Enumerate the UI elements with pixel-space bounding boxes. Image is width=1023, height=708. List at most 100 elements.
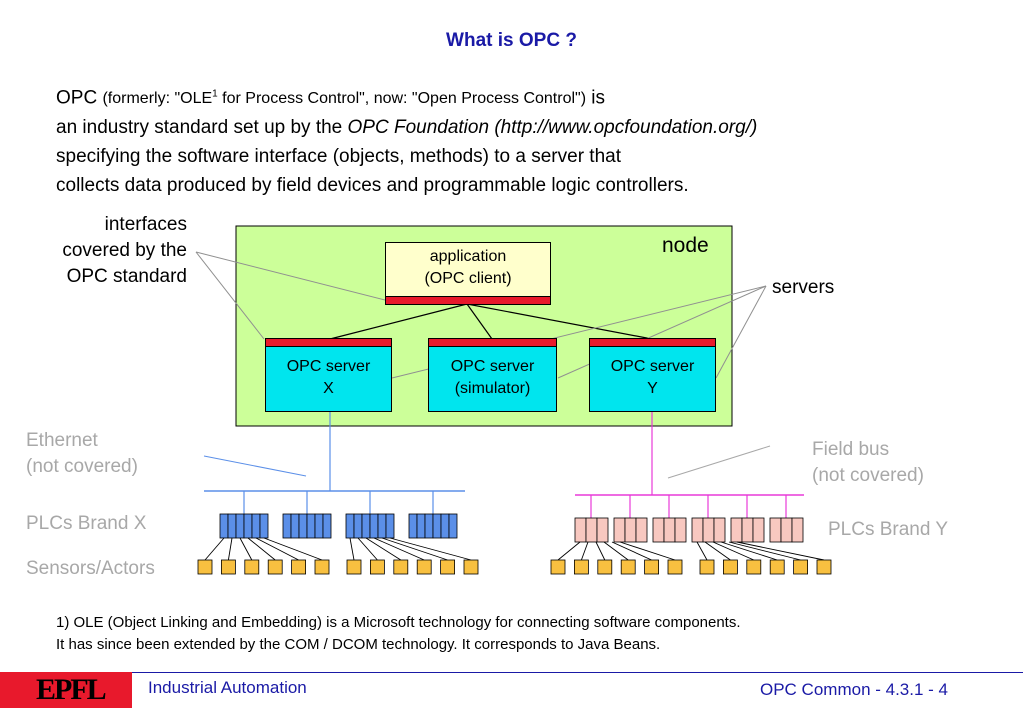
intro-line-4: collects data produced by field devices … — [56, 175, 689, 197]
server-y-line2: Y — [647, 380, 658, 397]
sensor-wire — [728, 541, 801, 561]
server-x-line1: OPC server — [286, 358, 371, 375]
client-to-server-sim-line — [466, 303, 493, 340]
plc-x-module — [377, 513, 387, 539]
formerly-text: (formerly: "OLE — [102, 90, 213, 108]
sensor-wire — [580, 541, 589, 561]
sensor-actor-block — [244, 559, 260, 575]
plc-x-module — [416, 513, 426, 539]
sensor-actor-block — [440, 559, 456, 575]
sensor-wire — [619, 541, 676, 561]
ethernet-label-line-1: Ethernet — [26, 430, 98, 451]
plc-y-module — [780, 517, 793, 543]
servers-callout-line-3 — [715, 285, 767, 379]
footer-slide-number: OPC Common - 4.3.1 - 4 — [760, 680, 949, 699]
plc-x-module — [432, 513, 442, 539]
plc-x-module — [448, 513, 458, 539]
footnote-marker: 1 — [212, 89, 218, 100]
formerly-note: (formerly: "OLE1 for Process Control", n… — [102, 89, 587, 108]
plc-x-module — [306, 513, 316, 539]
ethernet-label: Ethernet (not covered) — [26, 428, 138, 480]
sensor-wire — [389, 537, 472, 561]
plcs-y-label: PLCs Brand Y — [828, 519, 949, 540]
sensor-actor-block — [816, 559, 832, 575]
sensor-actor-block — [369, 559, 385, 575]
sensor-wire — [255, 537, 299, 561]
sensor-actor-block — [699, 559, 715, 575]
plc-y-module — [585, 517, 598, 543]
plcs-x-label: PLCs Brand X — [26, 513, 147, 534]
sensor-actor-block — [746, 559, 762, 575]
opc-foundation-text: OPC Foundation (http://www.opcfoundation… — [347, 117, 758, 139]
sensor-actor-block — [769, 559, 785, 575]
server-sim-line2: (simulator) — [454, 380, 531, 397]
intro-line-2: an industry standard set up by the OPC F… — [56, 113, 757, 142]
fieldbus-callout-line — [667, 445, 771, 479]
server-y-line1: OPC server — [610, 358, 695, 375]
intro-line-1: OPC (formerly: "OLE1 for Process Control… — [56, 80, 757, 113]
sensor-wire — [603, 541, 629, 561]
sensor-wire — [373, 537, 425, 561]
plc-x-module — [353, 513, 363, 539]
sensor-wire — [704, 541, 731, 561]
interfaces-callout-line-2 — [195, 251, 265, 340]
sensor-actor-block — [550, 559, 566, 575]
sensor-wire — [239, 537, 253, 561]
plc-y-module — [663, 517, 676, 543]
interfaces-callout-line-1 — [195, 251, 386, 301]
sensor-actor-block — [667, 559, 683, 575]
client-interface-bar — [385, 296, 551, 305]
page-title: What is OPC ? — [446, 30, 577, 51]
plc-x-module — [298, 513, 308, 539]
sensor-wire — [349, 537, 355, 561]
opc-server-sim-box: OPC server (simulator) — [428, 346, 557, 412]
sensor-actor-block — [463, 559, 479, 575]
plc-x-module — [345, 513, 355, 539]
sensor-wire — [712, 541, 754, 561]
plc-x-module — [314, 513, 324, 539]
sensor-actor-block — [620, 559, 636, 575]
fieldbus-label-line-2: (not covered) — [812, 465, 924, 486]
sensor-wire — [357, 537, 378, 561]
interfaces-label-line-2: covered by the — [62, 240, 187, 261]
sensor-actor-block — [723, 559, 738, 575]
sensor-wire — [720, 541, 778, 561]
plc-x-module — [369, 513, 379, 539]
sensor-actor-block — [597, 559, 613, 575]
intro-line-3: specifying the software interface (objec… — [56, 146, 621, 168]
sensor-actor-block — [291, 559, 307, 575]
ethernet-callout-line — [203, 455, 307, 477]
interfaces-label-line-1: interfaces — [104, 214, 187, 235]
sensor-actor-block — [197, 559, 213, 575]
plc-x-module — [251, 513, 261, 539]
sensor-actor-block — [220, 559, 236, 575]
sensor-actor-block — [267, 559, 283, 575]
plc-y-module — [574, 517, 587, 543]
plc-y-module — [713, 517, 726, 543]
sensor-wire — [247, 537, 276, 561]
is-text: is — [586, 87, 606, 109]
sensor-wire — [365, 537, 402, 561]
plc-y-module — [691, 517, 704, 543]
plc-x-module — [282, 513, 292, 539]
formerly-rest-text: for Process Control", now: "Open Process… — [217, 90, 587, 108]
ethernet-label-line-2: (not covered) — [26, 456, 138, 477]
intro-paragraph: OPC (formerly: "OLE1 for Process Control… — [56, 80, 757, 200]
plc-x-module — [440, 513, 450, 539]
sensor-wire — [557, 541, 581, 561]
node-label: node — [662, 234, 709, 257]
footnote-line-1: 1) OLE (Object Linking and Embedding) is… — [56, 614, 741, 631]
interfaces-label: interfaces covered by the OPC standard — [0, 212, 187, 290]
server-sim-line1: OPC server — [450, 358, 535, 375]
plc-x-module — [385, 513, 395, 539]
footnote: 1) OLE (Object Linking and Embedding) is… — [56, 612, 741, 656]
sensor-wire — [227, 537, 233, 561]
interfaces-label-line-3: OPC standard — [66, 266, 187, 287]
plc-x-module — [322, 513, 332, 539]
plc-x-module — [361, 513, 371, 539]
plc-x-module — [290, 513, 300, 539]
sensor-actor-block — [416, 559, 432, 575]
plc-y-module — [652, 517, 665, 543]
opc-server-x-box: OPC server X — [265, 346, 392, 412]
servers-label: servers — [772, 277, 835, 298]
